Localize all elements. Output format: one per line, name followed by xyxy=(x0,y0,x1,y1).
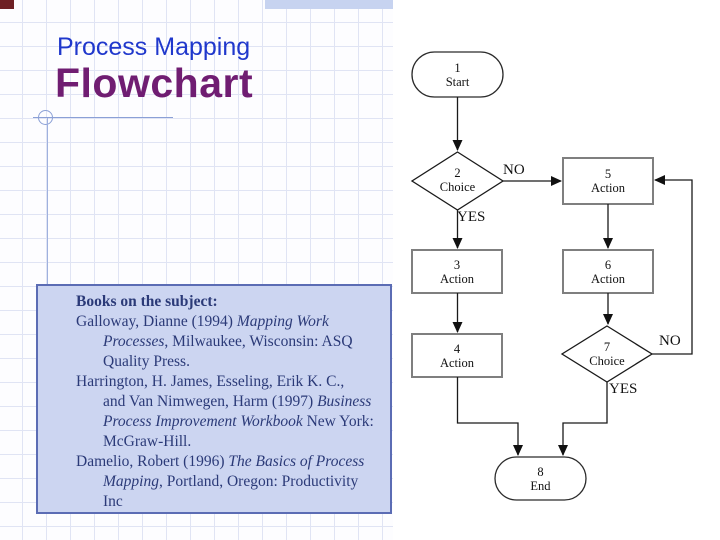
node-6-action-shape xyxy=(562,249,654,294)
book-line: and Van Nimwegen, Harm (1997) Business xyxy=(103,393,372,410)
corner-accent xyxy=(0,0,14,9)
decor-circle xyxy=(38,110,53,125)
edge-action4-to-end xyxy=(456,377,523,456)
edge-choice7-yes-to-end xyxy=(558,382,608,456)
books-heading: Books on the subject: xyxy=(76,293,218,310)
top-band-decor xyxy=(265,0,395,9)
book-line: Process Improvement Workbook New York: xyxy=(103,413,374,430)
node-5-action-shape xyxy=(562,157,654,205)
edge-choice7-no-to-action5 xyxy=(652,175,693,355)
decor-line-vertical xyxy=(47,118,48,284)
book-line: Mapping, Portland, Oregon: Productivity xyxy=(103,473,359,490)
slide-subtitle: Process Mapping xyxy=(57,33,251,61)
flowchart-canvas xyxy=(410,51,693,501)
node-3-action-shape xyxy=(411,249,503,294)
node-2-choice-shape xyxy=(410,151,505,211)
flowchart-panel: 1 Start 2 Choice 3 Action 4 Action 5 Act… xyxy=(393,0,720,540)
book-line: Galloway, Dianne (1994) Mapping Work xyxy=(76,313,329,330)
node-1-start-shape xyxy=(411,51,504,98)
book-line: Inc xyxy=(103,493,123,510)
node-8-end-shape xyxy=(494,456,587,501)
node-7-choice-shape xyxy=(560,325,654,383)
page-title: Flowchart xyxy=(55,60,254,106)
book-line: Quality Press. xyxy=(103,353,190,370)
book-line: Damelio, Robert (1996) The Basics of Pro… xyxy=(76,453,365,470)
books-panel: Books on the subject: Galloway, Dianne (… xyxy=(36,284,392,514)
node-4-action-shape xyxy=(411,333,503,378)
book-line: Processes, Milwaukee, Wisconsin: ASQ xyxy=(103,333,353,350)
decor-line-horizontal xyxy=(33,117,173,118)
book-line: Harrington, H. James, Esseling, Erik K. … xyxy=(76,373,345,390)
book-line: McGraw-Hill. xyxy=(103,433,192,450)
